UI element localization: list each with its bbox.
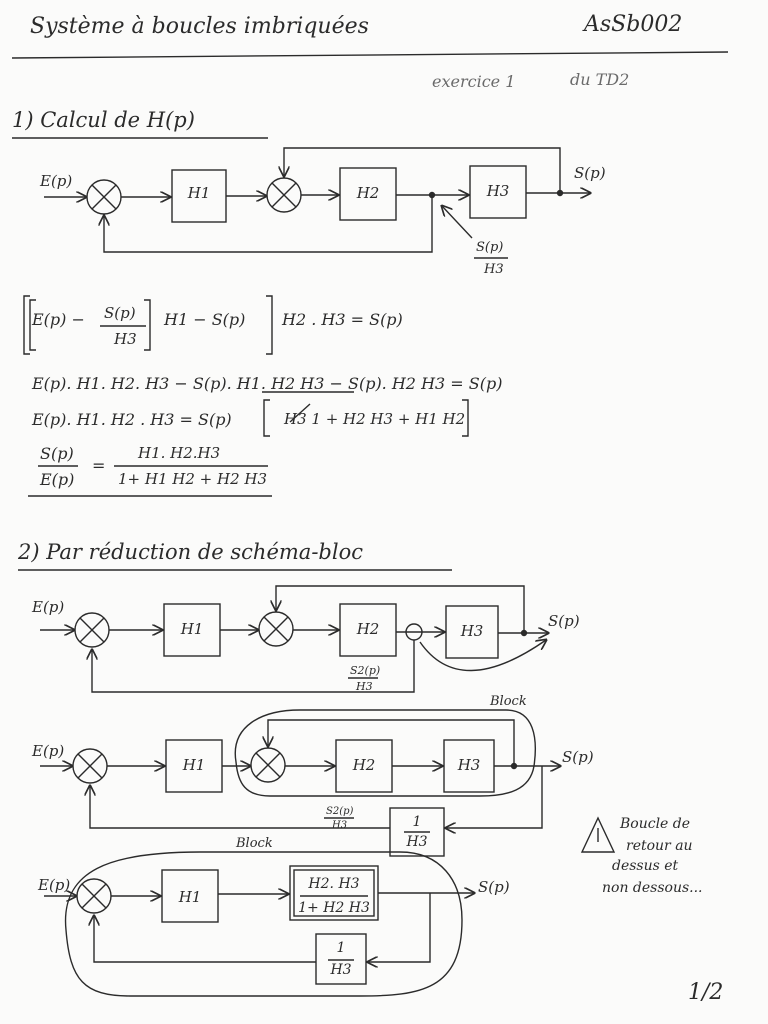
d2-feedback-den: H3	[406, 834, 428, 850]
eq1-frac-den: H3	[114, 330, 137, 348]
eq3-left: E(p). H1. H2 . H3 = S(p)	[32, 410, 232, 429]
header-rule	[11, 51, 729, 59]
d1-input-label: E(p)	[32, 598, 65, 616]
page-number: 1/2	[688, 980, 724, 1005]
warning-line-1: Boucle de	[620, 816, 691, 832]
eq1-right: H2 . H3 = S(p)	[282, 310, 403, 329]
d2-block-tag: Block	[490, 694, 527, 709]
s1-equation-marks	[23, 295, 469, 497]
d2-diagram-1	[40, 585, 548, 693]
s1-block-h2: H2	[356, 184, 380, 202]
s1-annotation-num: S(p)	[476, 240, 504, 255]
d1-annotation-num: S2(p)	[350, 664, 381, 677]
d2-block-h3: H3	[457, 756, 481, 774]
d3-block-tag: Block	[236, 836, 273, 851]
eq3-bracket: H3 1 + H2 H3 + H1 H2	[284, 410, 466, 428]
s1-annotation-den: H3	[484, 262, 504, 277]
s1-block-h1: H1	[187, 184, 211, 202]
d3-output-label: S(p)	[478, 878, 510, 896]
d3-feedback-den: H3	[330, 962, 352, 978]
d2-input-label: E(p)	[32, 742, 65, 760]
d3-feedback-num: 1	[336, 940, 346, 956]
warning-icon	[580, 816, 616, 853]
s1-diagram	[44, 147, 590, 259]
d2-annotation-den: H3	[332, 820, 348, 831]
td-label: du TD2	[570, 70, 630, 89]
exercise-label: exercice 1	[432, 72, 516, 91]
warning-line-4: non dessous...	[602, 880, 703, 896]
s1-box-h3	[469, 165, 527, 219]
eq1-left: E(p) −	[32, 310, 85, 329]
result-equals: =	[92, 456, 106, 475]
d3-combined-den: 1+ H2 H3	[298, 900, 370, 916]
d2-block-h1: H1	[182, 756, 206, 774]
s1-box-h1	[171, 169, 227, 223]
warning-line-3: dessus et	[612, 858, 679, 874]
d1-output-label: S(p)	[548, 612, 580, 630]
d1-block-h2: H2	[356, 620, 380, 638]
d2-diagram-3	[44, 851, 474, 997]
s1-output-label: S(p)	[574, 164, 606, 182]
d2-annotation-num: S2(p)	[326, 806, 354, 817]
d1-annotation-den: H3	[356, 680, 373, 693]
s1-block-h3: H3	[486, 182, 510, 200]
result-rhs-num: H1. H2.H3	[138, 444, 221, 462]
warning-line-2: retour au	[626, 838, 693, 854]
document-code: AsSb002	[584, 12, 683, 37]
s1-input-label: E(p)	[40, 172, 73, 190]
d3-block-h1: H1	[178, 888, 202, 906]
result-lhs-num: S(p)	[40, 444, 74, 463]
d1-block-h1: H1	[180, 620, 204, 638]
d2-feedback-num: 1	[412, 814, 422, 830]
eq1-frac-num: S(p)	[104, 304, 136, 322]
result-rhs-den: 1+ H1 H2 + H2 H3	[118, 470, 268, 488]
d3-combined-num: H2. H3	[308, 876, 360, 892]
d1-block-h3: H3	[460, 622, 484, 640]
page-title: Système à boucles imbriquées	[30, 14, 369, 39]
d2-block-ellipse	[234, 709, 537, 797]
d2-diagram-2	[40, 709, 616, 857]
d3-block-ellipse	[64, 851, 463, 997]
result-lhs-den: E(p)	[40, 470, 75, 489]
d2-output-label: S(p)	[562, 748, 594, 766]
eq2: E(p). H1. H2. H3 − S(p). H1. H2 H3 − S(p…	[32, 374, 503, 393]
d2-block-h2: H2	[352, 756, 376, 774]
section1-title: 1) Calcul de H(p)	[12, 108, 195, 132]
section2-title: 2) Par réduction de schéma-bloc	[18, 540, 363, 564]
d3-input-label: E(p)	[38, 876, 71, 894]
eq1-mid: H1 − S(p)	[164, 310, 246, 329]
s1-box-h2	[339, 167, 397, 221]
